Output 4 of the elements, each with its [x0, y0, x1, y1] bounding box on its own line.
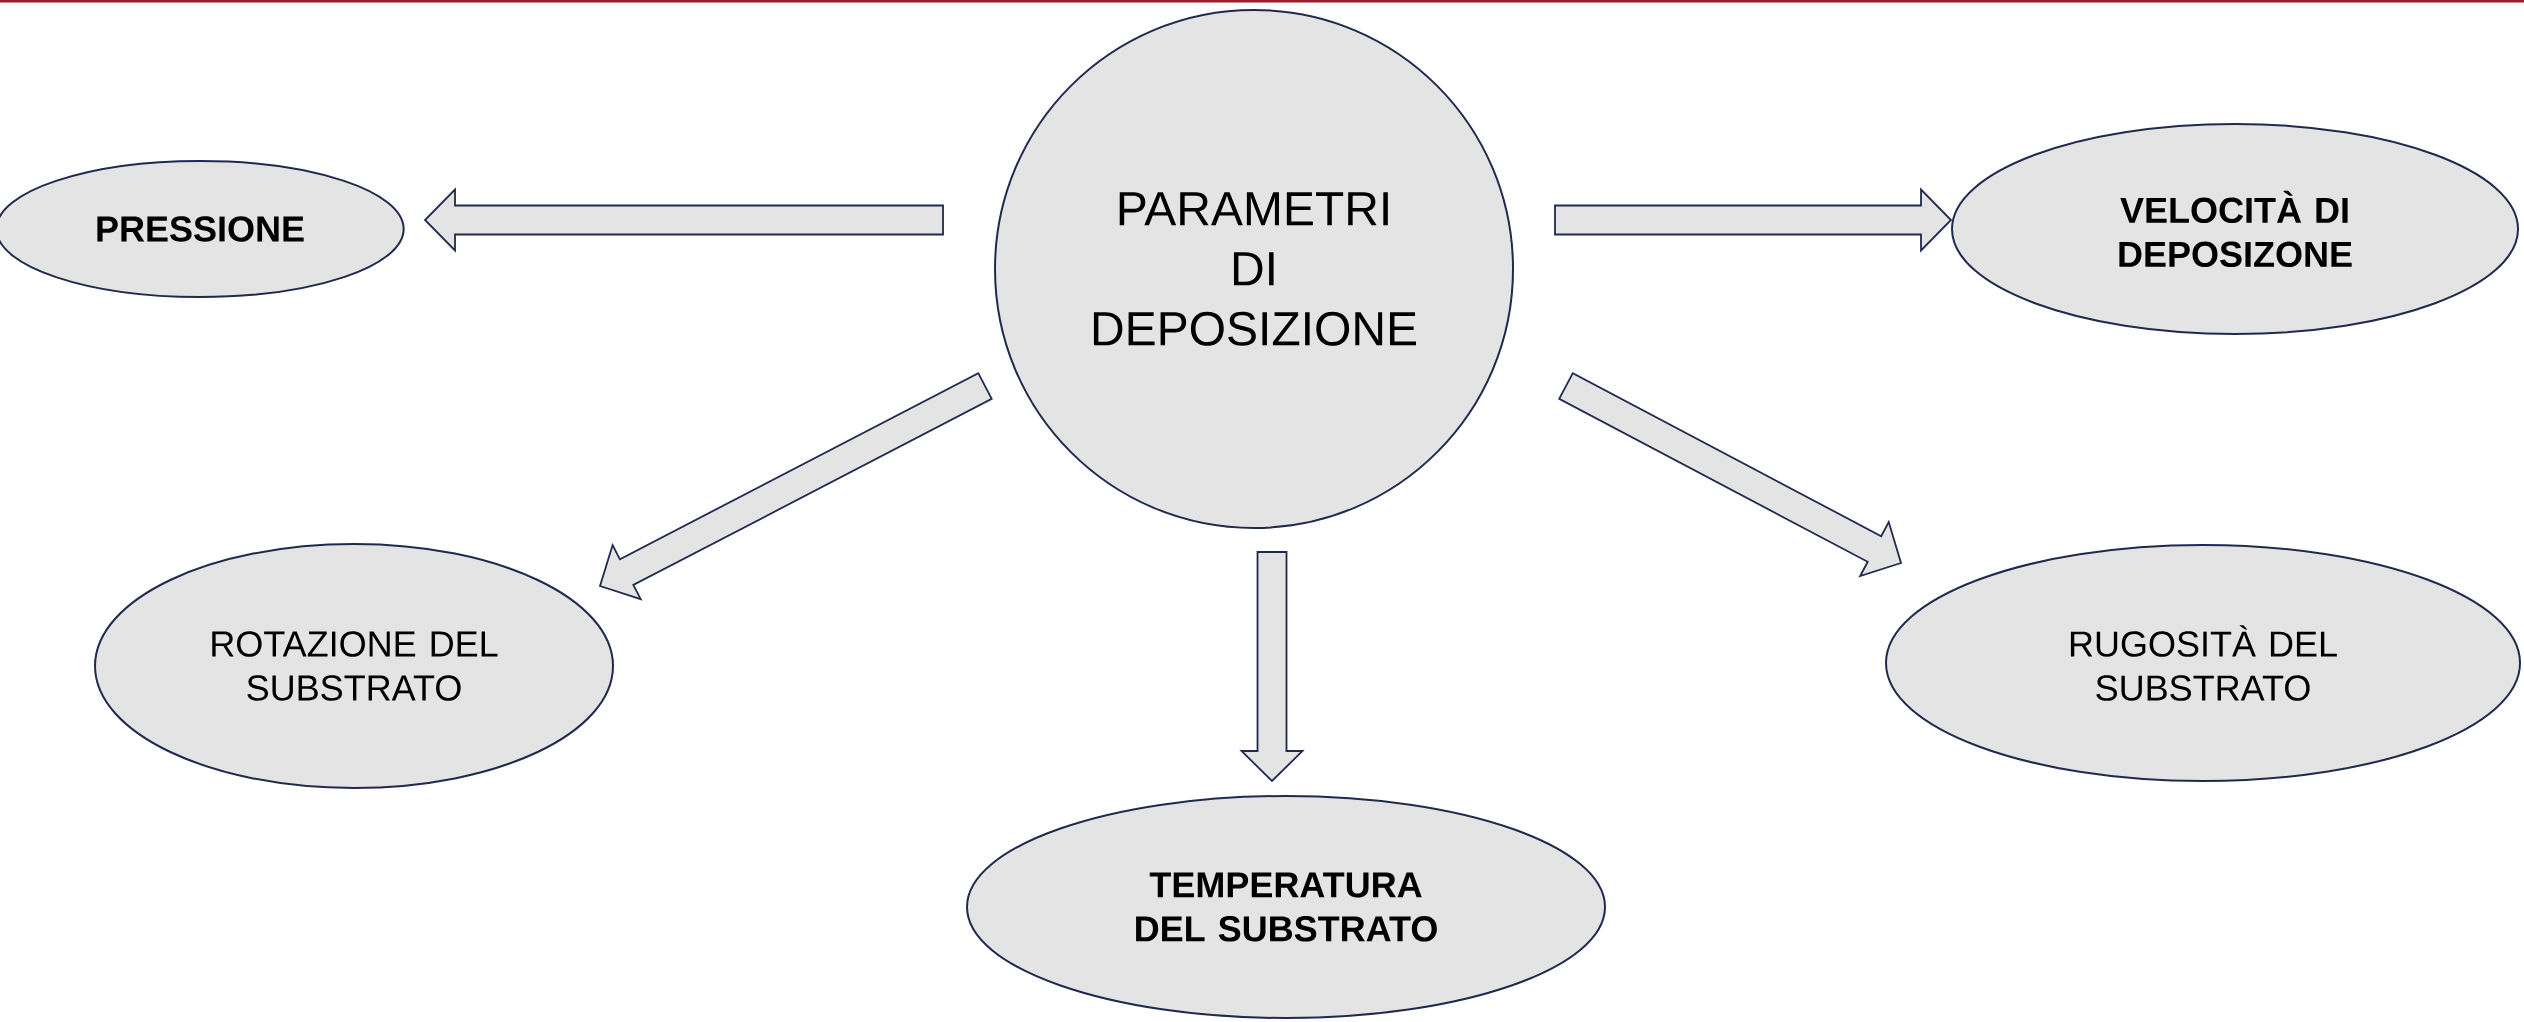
block-arrow: [423, 187, 944, 253]
block-arrow: [1239, 551, 1305, 783]
block-arrow: [1554, 187, 1953, 253]
block-arrow: [598, 371, 993, 601]
